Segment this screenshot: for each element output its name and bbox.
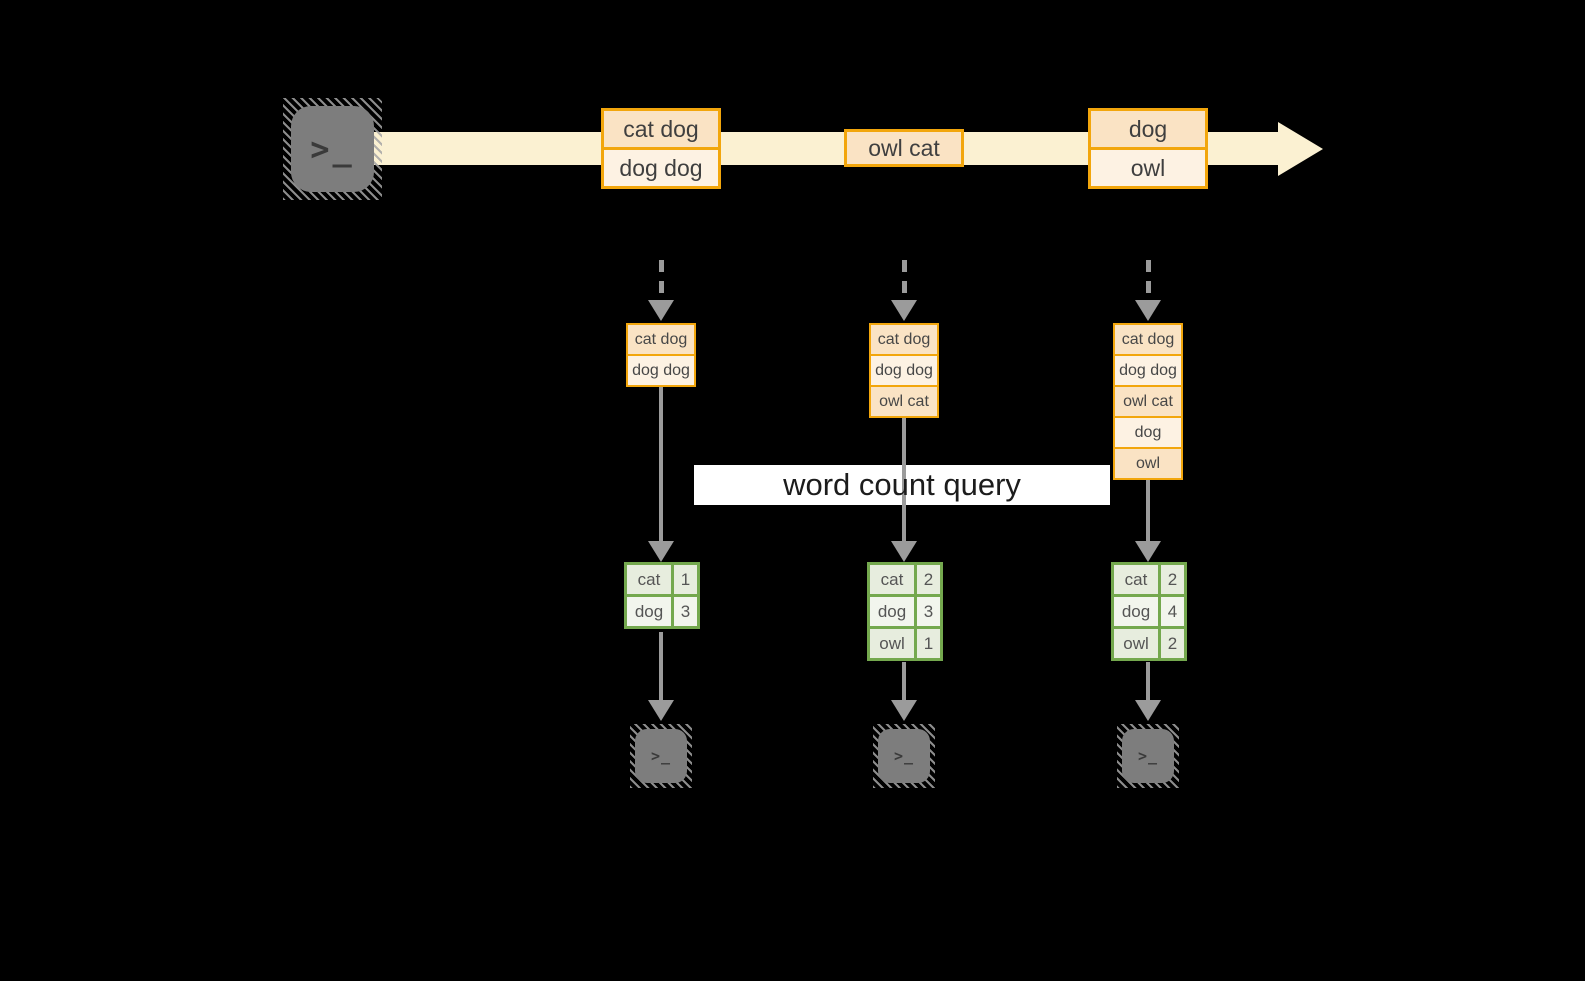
arrowhead-icon — [891, 700, 917, 721]
stack-row: cat dog — [1115, 325, 1181, 354]
dashed-connector — [1146, 260, 1151, 300]
arrowhead-icon — [1135, 700, 1161, 721]
stream-batch-3: dog owl — [1088, 108, 1208, 189]
sink-terminal-icon: >_ — [630, 724, 692, 788]
arrowhead-icon — [891, 541, 917, 562]
terminal-prompt-icon: >_ — [650, 747, 672, 765]
source-terminal-icon: >_ — [283, 98, 382, 200]
arrowhead-icon — [1135, 541, 1161, 562]
dashed-connector — [902, 260, 907, 300]
accumulated-stack-2: cat dog dog dog owl cat — [869, 323, 939, 418]
arrowhead-icon — [891, 300, 917, 321]
terminal-prompt-icon: >_ — [1137, 747, 1159, 765]
query-label: word count query — [783, 467, 1021, 502]
count-table-1: cat 1 dog 3 — [624, 562, 700, 629]
batch-row: dog dog — [604, 147, 718, 186]
count-cell: 1 — [917, 629, 940, 658]
count-cell: 3 — [917, 597, 940, 626]
connector-line — [1146, 662, 1150, 700]
terminal-body: >_ — [878, 729, 930, 783]
stack-row: dog dog — [628, 354, 694, 385]
stack-row: owl cat — [871, 385, 937, 416]
arrowhead-icon — [1135, 300, 1161, 321]
count-table-3: cat 2 dog 4 owl 2 — [1111, 562, 1187, 661]
stack-row: cat dog — [871, 325, 937, 354]
dashed-connector — [659, 260, 664, 300]
connector-line — [902, 662, 906, 700]
stack-row: dog dog — [1115, 354, 1181, 385]
terminal-body: >_ — [1122, 729, 1174, 783]
count-cell: 3 — [674, 597, 697, 626]
batch-row: owl — [1091, 147, 1205, 186]
stack-row: cat dog — [628, 325, 694, 354]
word-cell: cat — [870, 565, 914, 594]
stack-row: dog — [1115, 416, 1181, 447]
arrowhead-icon — [648, 541, 674, 562]
sink-terminal-icon: >_ — [1117, 724, 1179, 788]
sink-terminal-icon: >_ — [873, 724, 935, 788]
terminal-body: >_ — [635, 729, 687, 783]
accumulated-stack-1: cat dog dog dog — [626, 323, 696, 387]
batch-row: dog — [1091, 111, 1205, 147]
arrowhead-icon — [648, 300, 674, 321]
batch-row: cat dog — [604, 111, 718, 147]
stream-arrowhead-icon — [1278, 122, 1323, 176]
word-cell: dog — [870, 597, 914, 626]
count-cell: 2 — [917, 565, 940, 594]
word-cell: cat — [1114, 565, 1158, 594]
stream-batch-1: cat dog dog dog — [601, 108, 721, 189]
stack-row: owl — [1115, 447, 1181, 478]
connector-line — [659, 387, 663, 542]
arrowhead-icon — [648, 700, 674, 721]
batch-row: owl cat — [847, 132, 961, 164]
terminal-prompt-icon: >_ — [310, 130, 355, 168]
count-cell: 1 — [674, 565, 697, 594]
count-cell: 2 — [1161, 565, 1184, 594]
terminal-prompt-icon: >_ — [893, 747, 915, 765]
stack-row: dog dog — [871, 354, 937, 385]
word-cell: dog — [1114, 597, 1158, 626]
count-table-2: cat 2 dog 3 owl 1 — [867, 562, 943, 661]
accumulated-stack-3: cat dog dog dog owl cat dog owl — [1113, 323, 1183, 480]
stack-row: owl cat — [1115, 385, 1181, 416]
count-cell: 4 — [1161, 597, 1184, 626]
connector-line — [902, 418, 906, 542]
count-cell: 2 — [1161, 629, 1184, 658]
stream-batch-2: owl cat — [844, 129, 964, 167]
word-cell: dog — [627, 597, 671, 626]
connector-line — [659, 632, 663, 700]
terminal-body: >_ — [291, 106, 374, 192]
connector-line — [1146, 480, 1150, 542]
word-cell: owl — [870, 629, 914, 658]
word-cell: cat — [627, 565, 671, 594]
word-cell: owl — [1114, 629, 1158, 658]
